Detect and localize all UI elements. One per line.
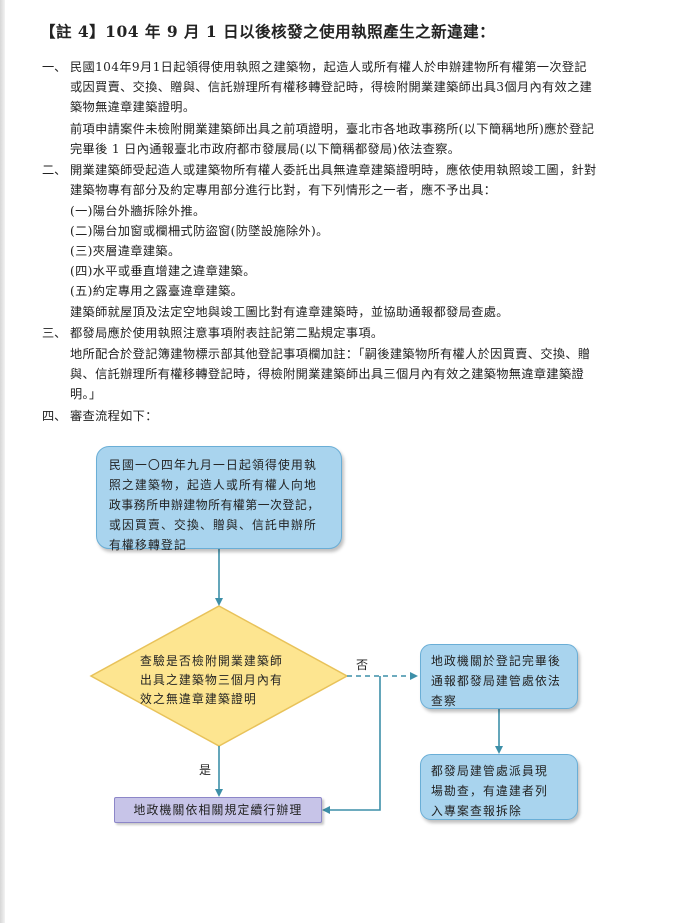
section-4-line-1: 審查流程如下： [70, 409, 158, 423]
flow-start-box: 民國一〇四年九月一日起領得使用執 照之建築物，起造人或所有權人向地 政事務所申辦… [96, 446, 342, 552]
section-1-line-3: 築物無違章建築證明。 [70, 100, 196, 114]
flow-notify-line-2: 通報都發局建管處依法 [431, 674, 561, 688]
section-3-line-1: 都發局應於使用執照注意事項附表註記第二點規定事項。 [70, 326, 384, 340]
section-3-extra-3: 明。」 [70, 387, 102, 401]
decision-line-3: 效之無違章建築證明 [140, 692, 257, 706]
branch-label-no: 否 [356, 658, 369, 672]
section-2-item-5: (五)約定專用之露臺違章建築。 [70, 284, 244, 298]
section-number-3: 三、 [42, 326, 67, 340]
section-1-line-1: 民國104年9月1日起領得使用執照之建築物，起造人或所有權人於申辦建物所有權第一… [70, 60, 587, 74]
section-2-line-2: 建築物專有部分及約定專用部分進行比對，有下列情形之一者，應不予出具： [70, 183, 497, 197]
section-number-2: 二、 [42, 163, 67, 177]
flow-start-line-1: 民國一〇四年九月一日起領得使用執 [109, 458, 317, 472]
flow-start-line-3: 政事務所申辦建物所有權第一次登記， [109, 498, 320, 512]
decision-line-2: 出具之建築物三個月內有 [140, 673, 283, 687]
decision-text: 查驗是否檢附開業建築師 出具之建築物三個月內有 效之無違章建築證明 [140, 652, 330, 709]
section-2-item-1: (一)陽台外牆拆除外推。 [70, 204, 206, 218]
section-number-1: 一、 [42, 60, 67, 74]
flow-notify-line-3: 查察 [431, 694, 457, 708]
flow-inspect-line-1: 都發局建管處派員現 [431, 764, 548, 778]
connector-no-to-continue [322, 676, 381, 814]
branch-label-yes: 是 [199, 763, 212, 777]
flow-notify-line-1: 地政機關於登記完畢後 [431, 654, 561, 668]
section-number-4: 四、 [42, 409, 67, 423]
flow-inspect-box: 都發局建管處派員現 場勘查，有違建者列 入專案查報拆除 [420, 754, 578, 820]
section-2-item-2: (二)陽台加窗或欄柵式防盜窗(防墜設施除外)。 [70, 224, 329, 238]
page-heading: 【註 4】104 年 9 月 1 日以後核發之使用執照產生之新違建： [40, 22, 496, 41]
section-2-extra-1: 建築師就屋頂及法定空地與竣工圖比對有違章建築時，並協助通報都發局查處。 [70, 305, 509, 319]
section-2-item-4: (四)水平或垂直增建之違章建築。 [70, 264, 256, 278]
section-1-line-2: 或因買賣、交換、贈與、信託辦理所有權移轉登記時，得檢附開業建築師出具3個月內有效… [70, 80, 593, 94]
flow-continue-box: 地政機關依相關規定續行辦理 [114, 797, 322, 823]
section-2-line-1: 開業建築師受起造人或建築物所有權人委託出具無違章建築證明時，應依使用執照竣工圖，… [70, 163, 597, 177]
section-3-extra-1: 地所配合於登記簿建物標示部其他登記事項欄加註：「嗣後建築物所有權人於因買賣、交換… [70, 347, 591, 361]
flow-notify-box: 地政機關於登記完畢後 通報都發局建管處依法 查察 [420, 644, 578, 709]
flow-start-line-5: 有權移轉登記 [109, 538, 187, 552]
flow-inspect-line-2: 場勘查，有違建者列 [431, 784, 548, 798]
page-edge [0, 0, 5, 923]
section-1-extra-1: 前項申請案件未檢附開業建築師出具之前項證明，臺北市各地政事務所(以下簡稱地所)應… [70, 122, 595, 136]
decision-line-1: 查驗是否檢附開業建築師 [140, 654, 283, 668]
flow-inspect-line-3: 入專案查報拆除 [431, 804, 522, 818]
section-1-extra-2: 完畢後 1 日內通報臺北市政府都市發展局(以下簡稱都發局)依法查察。 [70, 142, 461, 156]
section-2-item-3: (三)夾層違章建築。 [70, 244, 181, 258]
flow-start-line-2: 照之建築物，起造人或所有權人向地 [109, 478, 317, 492]
section-3-extra-2: 與、信託辦理所有權移轉登記時，得檢附開業建築師出具三個月內有效之建築物無違章建築… [70, 367, 585, 381]
flow-start-line-4: 或因買賣、交換、贈與、信託申辦所 [109, 518, 317, 532]
